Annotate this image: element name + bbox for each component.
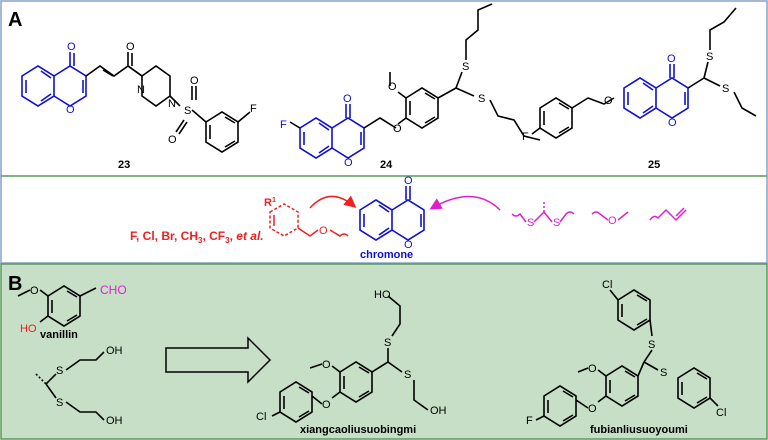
chromone-o-ring: O: [404, 239, 413, 251]
product-1-structure: [271, 295, 429, 423]
fragment-s2: S: [553, 217, 560, 229]
product-2-f: F: [526, 415, 533, 427]
c24-o-methoxy: O: [388, 81, 397, 93]
compound-24: [289, 3, 541, 159]
c23-n1: N: [137, 84, 145, 96]
vanillin-ho: HO: [20, 323, 37, 335]
c25-o-ring: O: [668, 117, 677, 129]
c23-o-ring: O: [66, 104, 75, 116]
compound-24-chromone-core: [299, 104, 365, 159]
c24-o-carbonyl: O: [343, 93, 352, 105]
dithiol-oh2: OH: [106, 415, 123, 427]
chromone-label: chromone: [360, 249, 413, 261]
side-chain-fragments: [511, 200, 687, 223]
c24-s2: S: [478, 93, 485, 105]
vanillin-structure: [17, 285, 97, 327]
dithiol-s1: S: [56, 365, 63, 377]
c24-o-ring: O: [344, 157, 353, 169]
c23-o-carbonyl: O: [67, 41, 76, 53]
c25-o-ether: O: [604, 95, 613, 107]
product-1-name: xiangcaoliusuobingmi: [300, 424, 416, 436]
reaction-arrow: [165, 336, 272, 384]
magenta-arrow: [429, 195, 501, 211]
compound-23-number: 23: [118, 159, 130, 171]
product-2-cl1: Cl: [602, 279, 612, 291]
product-1-o-methoxy: O: [322, 359, 331, 371]
dithiol-oh1: OH: [106, 345, 123, 357]
c23-o-s2: O: [168, 134, 177, 146]
c25-f: F: [522, 131, 529, 143]
compound-23: [21, 52, 251, 153]
substituent-list: F, Cl, Br, CH3, CF3, et al.: [130, 229, 264, 245]
c24-f: F: [280, 119, 287, 131]
c24-s1: S: [462, 61, 469, 73]
compound-25-chromone-core: [623, 64, 689, 119]
compound-25-number: 25: [648, 159, 660, 171]
dithiol-s2: S: [56, 397, 63, 409]
c23-s: S: [184, 105, 191, 117]
benzyl-ether-fragment: [269, 203, 349, 237]
panel-b-label: B: [8, 273, 22, 295]
product-2-name: fubianliusuoyoumi: [590, 424, 688, 436]
c23-o-s1: O: [190, 75, 199, 87]
c24-o-ether: O: [393, 123, 402, 135]
c23-f: F: [250, 103, 257, 115]
vanillin-cho: CHO: [100, 283, 127, 297]
c25-s2: S: [722, 83, 729, 95]
chromone-o-carbonyl: O: [404, 175, 413, 187]
vanillin-label: vanillin: [40, 329, 78, 341]
product-1-s1: S: [384, 337, 391, 349]
red-arrow: [309, 195, 357, 209]
panel-a-frame: [0, 0, 768, 264]
product-1-ho: HO: [374, 289, 391, 301]
product-1-s2: S: [404, 369, 411, 381]
compound-23-chromone-core: [21, 52, 87, 107]
chromone-core: [359, 186, 425, 241]
product-2-s1: S: [648, 339, 655, 351]
product-1-cl: Cl: [256, 411, 266, 423]
compound-24-number: 24: [380, 159, 393, 171]
benzyl-ether-o: O: [319, 225, 328, 237]
fragment-ether-o: O: [608, 215, 617, 227]
product-1-oh: OH: [430, 405, 447, 417]
c23-n2: N: [168, 98, 176, 110]
product-2-structure: [535, 289, 719, 427]
fragment-s1: S: [527, 217, 534, 229]
product-2-o-methoxy: O: [588, 363, 597, 375]
panel-a-label: A: [8, 9, 22, 31]
c25-s1: S: [706, 51, 713, 63]
r1-label: R1: [264, 197, 276, 209]
compound-25: [531, 7, 757, 139]
product-2-cl2: Cl: [716, 407, 726, 419]
product-1-o-ether: O: [322, 399, 331, 411]
c23-o-amide: O: [126, 41, 135, 53]
c25-o-carbonyl: O: [667, 53, 676, 65]
dithiol-reagent: [35, 351, 105, 421]
product-2-o-ether: O: [588, 403, 597, 415]
product-2-s2: S: [660, 367, 667, 379]
vanillin-methoxy-o: O: [30, 285, 39, 297]
